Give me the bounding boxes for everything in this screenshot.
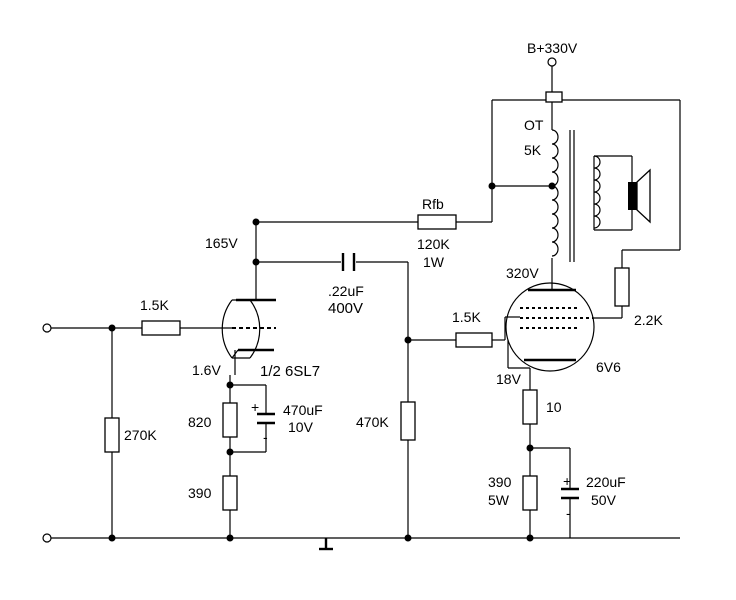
capacitor-driver-bypass: + - (251, 399, 275, 445)
coupling-cap-voltage: 400V (328, 300, 363, 317)
output-grid-stopper-label: 1.5K (452, 309, 481, 325)
output-grid-leak-label: 470K (356, 414, 389, 430)
input-terminal (42, 323, 52, 333)
resistor-input-grid (141, 320, 181, 336)
driver-tube-type: 1/2 6SL7 (260, 363, 320, 380)
resistor-input-shunt (104, 417, 120, 453)
resistor-feedback (417, 214, 457, 230)
driver-cathode-voltage: 1.6V (192, 362, 221, 378)
junction-dots (108, 182, 556, 542)
resistor-screen (614, 267, 630, 307)
input-shunt-resistor-label: 270K (124, 427, 157, 443)
coupling-cap-value: .22uF (328, 283, 364, 299)
input-grid-resistor-label: 1.5K (140, 297, 169, 313)
output-cathode-voltage: 18V (496, 371, 522, 387)
svg-text:-: - (263, 429, 268, 445)
driver-cathode-resistor-label: 820 (188, 414, 212, 430)
feedback-resistor-power: 1W (423, 254, 445, 270)
svg-text:+: + (563, 473, 571, 489)
transformer-name-label: OT (524, 117, 544, 133)
wiring (50, 66, 681, 551)
resistor-output-cathode-series (522, 389, 538, 425)
resistor-feedback-shunt (222, 475, 238, 511)
resistor-driver-cathode (222, 402, 238, 438)
output-tube-type: 6V6 (596, 359, 621, 375)
output-plate-voltage: 320V (506, 265, 539, 281)
capacitor-coupling (341, 253, 356, 271)
output-transformer (545, 91, 601, 262)
resistor-output-cathode (522, 475, 538, 511)
output-tube (505, 282, 595, 372)
output-cathode-series-resistor-label: 10 (546, 399, 562, 415)
svg-text:+: + (251, 399, 259, 415)
ground-terminal (42, 533, 52, 543)
resistor-output-grid-leak (400, 401, 416, 441)
supply-label: B+330V (527, 40, 578, 56)
feedback-resistor-name: Rfb (422, 196, 444, 212)
svg-text:-: - (566, 505, 571, 521)
driver-plate-voltage: 165V (205, 235, 238, 251)
driver-bypass-cap-value: 470uF (283, 402, 323, 418)
speaker-icon (628, 168, 651, 224)
output-bypass-cap-value: 220uF (586, 474, 626, 490)
output-cathode-resistor-value: 390 (488, 474, 512, 490)
screen-resistor-label: 2.2K (634, 312, 663, 328)
supply-terminal (547, 57, 557, 67)
feedback-shunt-resistor-label: 390 (188, 485, 212, 501)
capacitor-output-bypass: + - (561, 473, 579, 521)
output-cathode-resistor-power: 5W (488, 492, 510, 508)
driver-tube (221, 298, 276, 359)
transformer-impedance-label: 5K (524, 142, 542, 158)
feedback-resistor-value: 120K (417, 236, 450, 252)
output-bypass-cap-voltage: 50V (591, 492, 617, 508)
driver-bypass-cap-voltage: 10V (288, 419, 314, 435)
resistor-output-grid-stopper (455, 332, 493, 348)
